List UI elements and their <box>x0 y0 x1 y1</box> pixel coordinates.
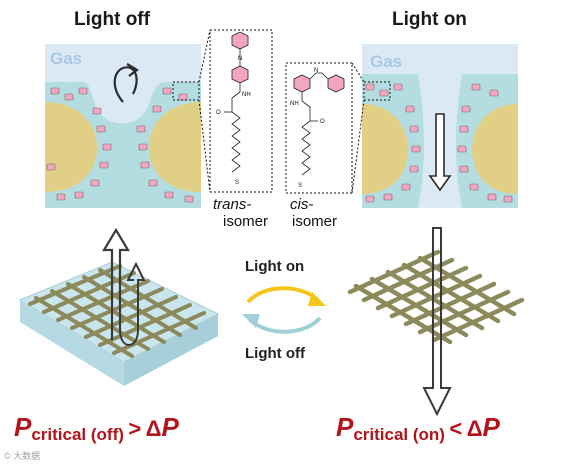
trans-o-label: O <box>216 110 221 116</box>
light-on-title: Light on <box>392 9 467 30</box>
cis-n-label: N <box>314 68 318 74</box>
pore-light-on <box>362 44 518 208</box>
cis-azobenzene-molecule: N NH O S <box>290 68 345 189</box>
cycle-label-light-off: Light off <box>245 345 305 362</box>
delta-symbol: Δ <box>466 416 483 441</box>
cis-prefix: cis- <box>290 196 314 213</box>
p-subscript: critical (on) <box>353 425 445 444</box>
particle-left <box>362 104 408 194</box>
trans-prefix: trans- <box>213 196 252 213</box>
cis-isomer-label: cis- isomer <box>290 196 337 230</box>
pressure-relation-on: Pcritical (on) < ΔP <box>336 412 500 444</box>
trans-s-label: S <box>235 180 239 186</box>
switch-cycle-arrows <box>242 286 326 334</box>
p-subscript: critical (off) <box>31 425 124 444</box>
arrow-head-yellow <box>308 292 326 306</box>
mesh-wires <box>28 264 206 358</box>
trans-azobenzene-molecule: N NH O S <box>216 32 251 186</box>
cis-s-label: S <box>298 183 302 189</box>
watermark: © 大数据 <box>4 451 41 461</box>
pore-light-off <box>45 44 201 208</box>
particle-right <box>149 102 201 192</box>
cis-o-label: O <box>320 119 325 125</box>
pressure-relation-off: Pcritical (off) > ΔP <box>14 412 179 444</box>
azobenzene-grafts <box>46 87 194 203</box>
light-off-title: Light off <box>74 9 150 30</box>
gas-label-right: Gas <box>370 52 403 71</box>
trans-isomer-label: trans- isomer <box>213 196 268 230</box>
particle-right <box>472 104 518 194</box>
mesh-wires <box>347 249 525 345</box>
trans-word: isomer <box>223 213 269 230</box>
azobenzene-grafts <box>365 83 513 203</box>
cis-nh-label: NH <box>290 101 299 107</box>
cis-word: isomer <box>292 213 338 230</box>
trans-nh-label: NH <box>242 92 251 98</box>
p-symbol: P <box>336 412 354 442</box>
mesh-light-on <box>347 227 525 417</box>
cycle-label-light-on: Light on <box>245 258 305 275</box>
p-symbol: P <box>14 412 32 442</box>
arrow-head-teal <box>242 314 260 328</box>
relation-symbol: < <box>449 416 463 441</box>
particle-left <box>45 102 97 192</box>
p-symbol-delta: P <box>482 412 500 442</box>
mesh-light-off <box>18 227 220 386</box>
p-symbol-delta: P <box>161 412 179 442</box>
relation-symbol: > <box>128 416 142 441</box>
delta-symbol: Δ <box>145 416 162 441</box>
gas-label-left: Gas <box>50 49 83 68</box>
trans-n-label: N <box>238 56 242 62</box>
